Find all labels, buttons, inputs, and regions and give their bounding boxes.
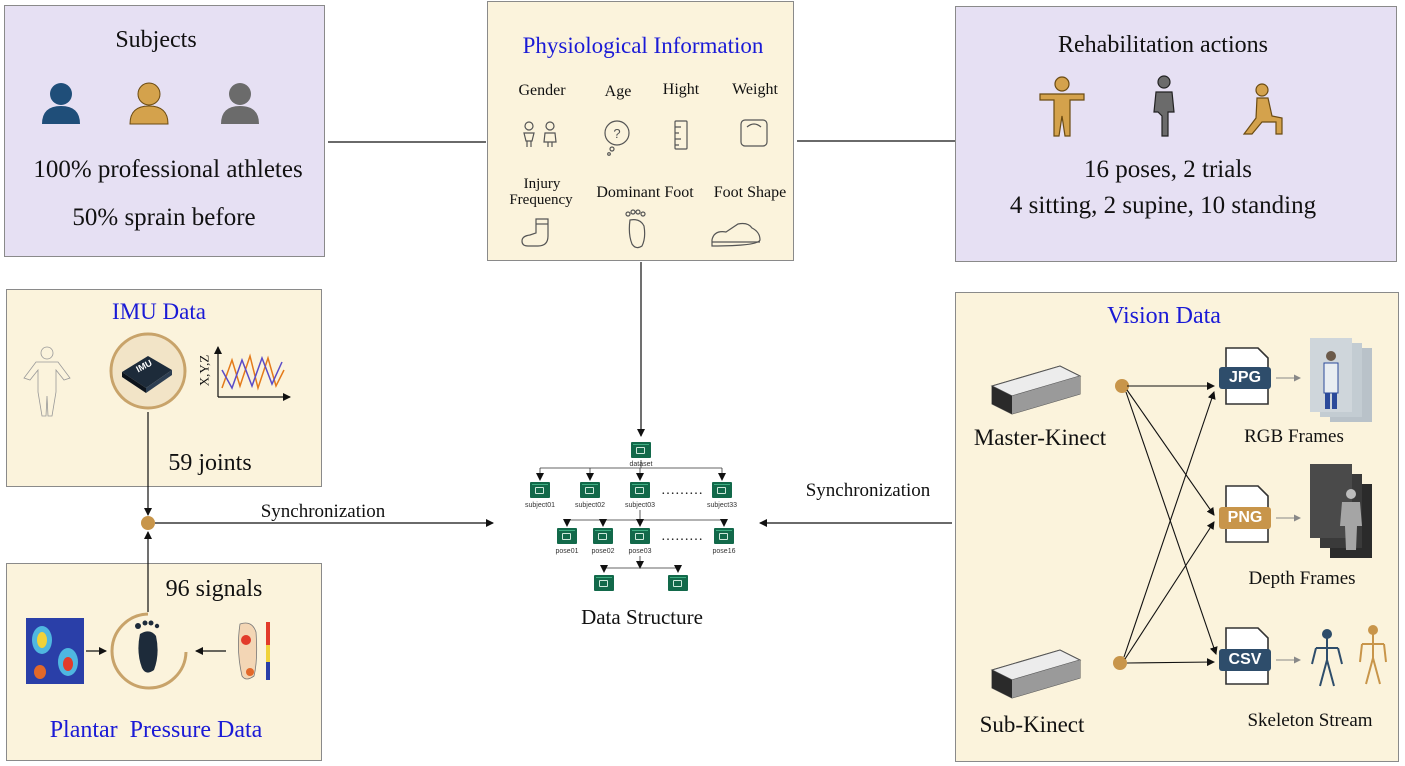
node-dataset: dataset bbox=[629, 461, 653, 468]
pressure-heatmap-icon bbox=[26, 618, 84, 684]
imu-joints: 59 joints bbox=[168, 450, 252, 476]
folder-subject01-icon bbox=[530, 482, 550, 498]
kinect-node-sub bbox=[1113, 656, 1127, 670]
footprint-icon bbox=[625, 209, 646, 249]
folder-leaf-2-icon bbox=[668, 575, 688, 591]
label-gender: Gender bbox=[518, 82, 566, 99]
sync-label-right: Synchronization bbox=[805, 480, 931, 501]
subjects-title: Subjects bbox=[115, 27, 197, 53]
sub-kinect-label: Sub-Kinect bbox=[979, 712, 1085, 737]
route-sub-jpg bbox=[1123, 391, 1216, 658]
vision-title: Vision Data bbox=[1107, 303, 1221, 329]
master-kinect-icon bbox=[990, 365, 1082, 415]
label-foot-shape: Foot Shape bbox=[713, 184, 787, 201]
xyz-line-plot-icon bbox=[214, 346, 291, 401]
folder-leaf-1-icon bbox=[594, 575, 614, 591]
png-file-icon bbox=[1219, 485, 1271, 543]
sock-icon bbox=[521, 218, 549, 247]
route-sub-csv bbox=[1126, 658, 1215, 667]
subjects-sprain: 50% sprain before bbox=[72, 204, 256, 231]
route-sub-png bbox=[1124, 521, 1215, 660]
kinect-node-master bbox=[1115, 379, 1129, 393]
label-dominant-foot: Dominant Foot bbox=[596, 184, 694, 201]
sub-kinect-icon bbox=[990, 649, 1082, 699]
shoe-icon bbox=[711, 222, 761, 247]
skeleton-stream-label: Skeleton Stream bbox=[1247, 710, 1373, 731]
rehab-panel bbox=[955, 6, 1397, 262]
imu-sensor-icon bbox=[109, 332, 187, 410]
svg-text:?: ? bbox=[613, 126, 620, 141]
lunge-figure-icon bbox=[1242, 83, 1283, 135]
csv-file-icon bbox=[1219, 627, 1271, 685]
rgb-frames-icon bbox=[1310, 338, 1372, 422]
node-pose03: pose03 bbox=[628, 548, 652, 555]
rehab-poses: 16 poses, 2 trials bbox=[1083, 156, 1253, 183]
folder-pose03-icon bbox=[630, 528, 650, 544]
body-outline-icon bbox=[23, 346, 71, 417]
node-pose16: pose16 bbox=[712, 548, 736, 555]
physio-panel bbox=[487, 1, 794, 261]
label-injury: Injury bbox=[523, 176, 561, 192]
xyz-axis-label: X,Y,Z bbox=[196, 354, 212, 387]
weight-scale-icon bbox=[740, 119, 768, 147]
node-subject03: subject03 bbox=[625, 502, 655, 509]
sync-node-left bbox=[141, 516, 155, 530]
rgb-frames-label: RGB Frames bbox=[1244, 426, 1344, 447]
csv-badge: CSV bbox=[1228, 651, 1262, 668]
standing-figure-icon bbox=[1153, 75, 1175, 137]
tree-lines bbox=[536, 460, 728, 573]
jpg-file-icon bbox=[1219, 347, 1271, 405]
rehab-categories: 4 sitting, 2 supine, 10 standing bbox=[1009, 192, 1317, 219]
route-master-csv bbox=[1125, 391, 1218, 655]
folder-pose01-icon bbox=[557, 528, 577, 544]
plantar-signals: 96 signals bbox=[165, 576, 263, 602]
height-ruler-icon bbox=[674, 120, 688, 150]
node-subject33: subject33 bbox=[707, 502, 737, 509]
person-navy-icon bbox=[42, 83, 80, 124]
label-age: Age bbox=[604, 83, 632, 100]
age-icon: ? bbox=[604, 120, 630, 156]
node-pose01: pose01 bbox=[555, 548, 579, 555]
route-master-png bbox=[1126, 389, 1215, 516]
data-structure-caption: Data Structure bbox=[581, 605, 703, 629]
node-subject02: subject02 bbox=[575, 502, 605, 509]
tpose-figure-icon bbox=[1039, 76, 1085, 137]
sync-label-left: Synchronization bbox=[260, 501, 386, 522]
person-gray-icon bbox=[221, 83, 259, 124]
poses-ellipsis: ……… bbox=[661, 529, 703, 544]
insole-pressure-icon bbox=[238, 622, 270, 680]
plantar-title: Plantar Pressure Data bbox=[49, 717, 263, 743]
png-badge: PNG bbox=[1227, 509, 1263, 526]
folder-pose02-icon bbox=[593, 528, 613, 544]
folder-pose16-icon bbox=[714, 528, 734, 544]
person-gold-icon bbox=[129, 82, 169, 125]
rehab-title: Rehabilitation actions bbox=[1058, 32, 1268, 58]
skeleton-blue-icon bbox=[1311, 629, 1343, 687]
master-kinect-label: Master-Kinect bbox=[973, 425, 1107, 450]
folder-subject03-icon bbox=[630, 482, 650, 498]
folder-subject02-icon bbox=[580, 482, 600, 498]
node-pose02: pose02 bbox=[591, 548, 615, 555]
folder-subject33-icon bbox=[712, 482, 732, 498]
node-subject01: subject01 bbox=[525, 502, 555, 509]
physio-title: Physiological Information bbox=[522, 33, 764, 58]
depth-frames-icon bbox=[1310, 464, 1372, 558]
imu-title: IMU Data bbox=[112, 299, 206, 324]
depth-frames-label: Depth Frames bbox=[1248, 568, 1356, 589]
subjects-ellipsis: ……… bbox=[661, 483, 703, 498]
jpg-badge: JPG bbox=[1228, 369, 1262, 386]
label-weight: Weight bbox=[732, 81, 778, 98]
foot-sensor-icon bbox=[110, 612, 188, 690]
subjects-athletes: 100% professional athletes bbox=[33, 156, 303, 183]
folder-dataset-icon bbox=[631, 442, 651, 458]
subjects-panel bbox=[4, 5, 325, 257]
label-frequency: Frequency bbox=[509, 192, 573, 208]
gender-icon bbox=[523, 121, 557, 147]
skeleton-gold-icon bbox=[1359, 625, 1387, 685]
label-hight: Hight bbox=[662, 81, 700, 98]
